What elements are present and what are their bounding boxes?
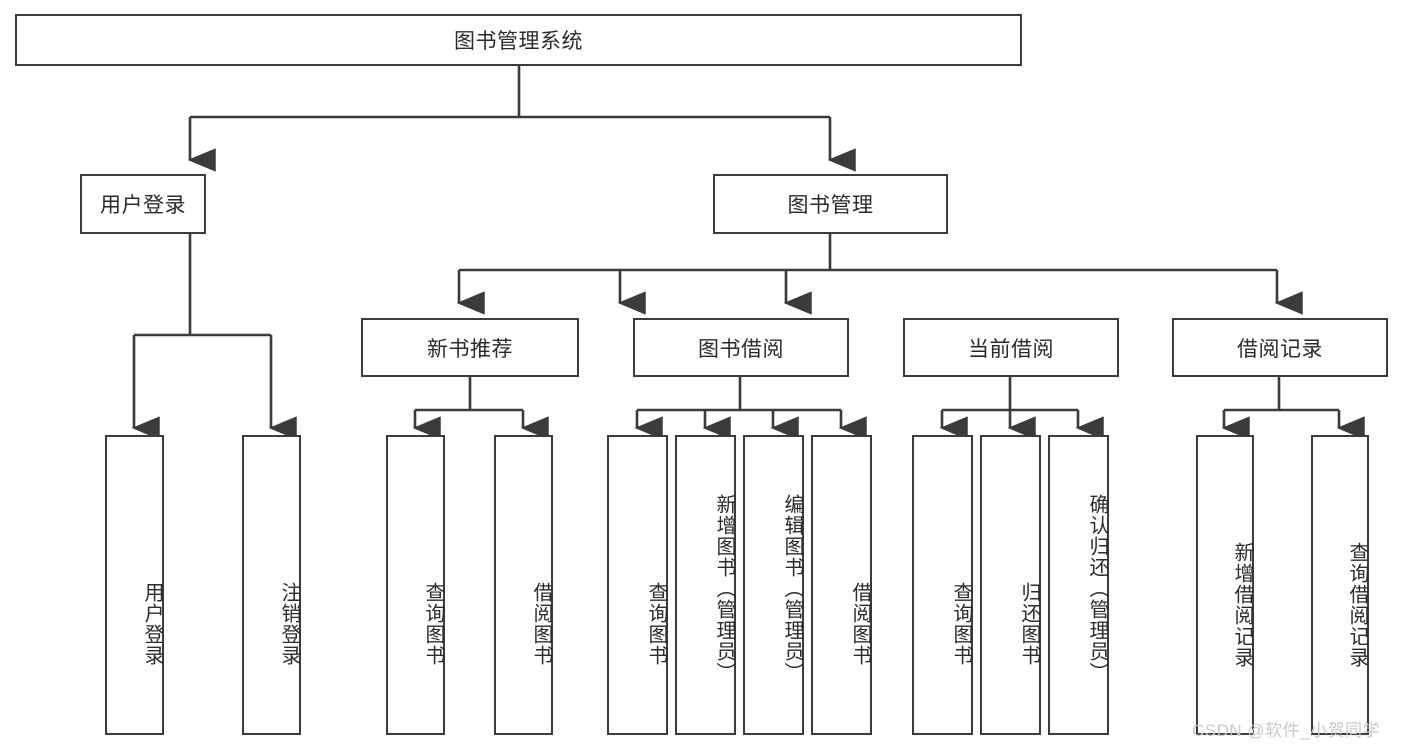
node-current-borrow-label: 当前借阅	[968, 337, 1054, 361]
node-root-label: 图书管理系统	[454, 30, 583, 53]
leaf-current-return-book-label: 归还图书	[1018, 582, 1040, 666]
leaf-new-book-query-label: 查询图书	[422, 582, 444, 666]
leaf-new-book-borrow-label: 借阅图书	[530, 582, 552, 666]
leaf-borrow-borrow-book-label: 借阅图书	[849, 582, 871, 666]
node-user-login[interactable]: 用户登录	[80, 174, 206, 234]
leaf-user-login-signin[interactable]: 用户登录	[105, 435, 164, 735]
leaf-borrow-query-book[interactable]: 查询图书	[607, 435, 668, 735]
leaf-current-query-book[interactable]: 查询图书	[912, 435, 973, 735]
leaf-user-login-signout-label: 注销登录	[278, 582, 300, 666]
leaf-records-query-record-label: 查询借阅记录	[1346, 542, 1368, 668]
leaf-current-confirm-return-label: 确认归还（管理员）	[1086, 493, 1108, 683]
leaf-borrow-query-book-label: 查询图书	[645, 582, 667, 666]
leaf-new-book-borrow[interactable]: 借阅图书	[494, 435, 553, 735]
leaf-user-login-signin-label: 用户登录	[141, 582, 163, 666]
node-borrow-records-label: 借阅记录	[1237, 337, 1323, 361]
leaf-user-login-signout[interactable]: 注销登录	[242, 435, 301, 735]
node-book-management-label: 图书管理	[787, 194, 874, 217]
leaf-borrow-add-book-label: 新增图书（管理员）	[713, 493, 735, 683]
leaf-borrow-edit-book[interactable]: 编辑图书（管理员）	[743, 435, 804, 735]
node-user-login-label: 用户登录	[100, 194, 186, 217]
leaf-new-book-query[interactable]: 查询图书	[386, 435, 445, 735]
node-new-book-recommend[interactable]: 新书推荐	[361, 318, 579, 377]
leaf-records-add-record[interactable]: 新增借阅记录	[1196, 435, 1254, 735]
node-book-borrow-label: 图书借阅	[698, 337, 784, 361]
node-new-book-recommend-label: 新书推荐	[427, 337, 513, 361]
leaf-borrow-borrow-book[interactable]: 借阅图书	[811, 435, 872, 735]
leaf-current-query-book-label: 查询图书	[950, 582, 972, 666]
leaf-borrow-add-book[interactable]: 新增图书（管理员）	[675, 435, 736, 735]
node-book-borrow[interactable]: 图书借阅	[633, 318, 849, 377]
csdn-watermark: CSDN @软件_小贺同学	[1192, 721, 1381, 740]
node-borrow-records[interactable]: 借阅记录	[1172, 318, 1388, 377]
node-current-borrow[interactable]: 当前借阅	[903, 318, 1119, 377]
node-root[interactable]: 图书管理系统	[15, 14, 1022, 66]
leaf-current-confirm-return[interactable]: 确认归还（管理员）	[1048, 435, 1109, 735]
leaf-borrow-edit-book-label: 编辑图书（管理员）	[781, 493, 803, 683]
node-book-management[interactable]: 图书管理	[713, 174, 948, 234]
leaf-records-add-record-label: 新增借阅记录	[1231, 542, 1253, 668]
leaf-current-return-book[interactable]: 归还图书	[980, 435, 1041, 735]
leaf-records-query-record[interactable]: 查询借阅记录	[1311, 435, 1369, 735]
